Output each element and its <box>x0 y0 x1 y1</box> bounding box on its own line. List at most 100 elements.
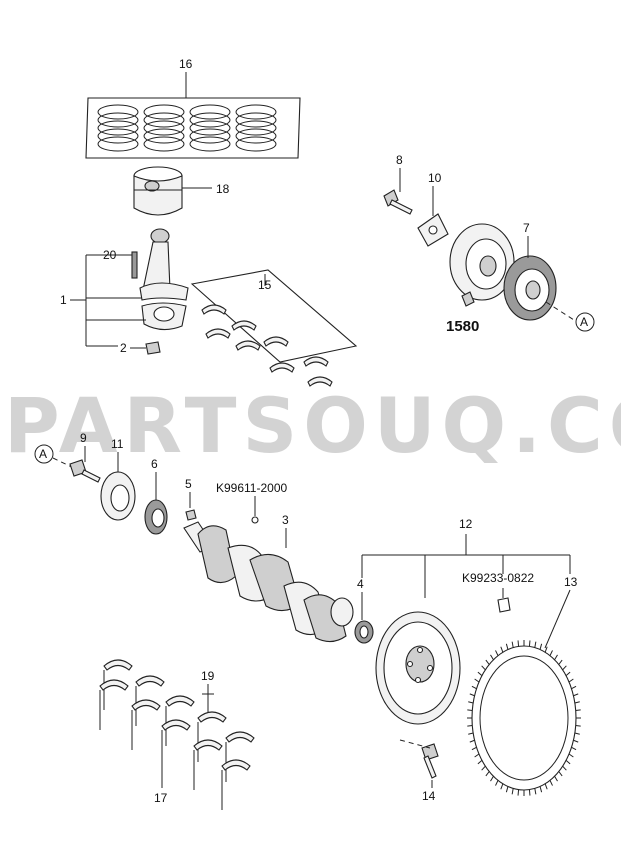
ring-gear-tooth <box>500 783 504 790</box>
callout-14[interactable]: 14 <box>422 789 436 803</box>
ring-gear-inner <box>479 655 569 781</box>
crankshaft[interactable] <box>183 521 354 643</box>
ring-gear-tooth <box>549 650 553 656</box>
figure-ref-1580[interactable]: 1580 <box>446 318 479 335</box>
ring-gear-tooth <box>558 659 563 665</box>
rod-nut[interactable] <box>145 341 161 355</box>
ring-gear-tooth <box>534 788 537 795</box>
ring-stack-4-ring <box>235 112 277 128</box>
ring-gear-tooth <box>468 732 474 735</box>
timing-sprocket[interactable] <box>144 472 168 535</box>
flywheel-bracket-lines <box>361 534 571 598</box>
ring-gear-tooth <box>565 759 571 765</box>
ref-circle-a-right[interactable]: A <box>575 312 595 332</box>
ring-stack-2-ring <box>143 120 185 136</box>
dowel-pin-k99233[interactable] <box>497 588 511 613</box>
ring-gear-tooth <box>554 775 558 782</box>
ring-gear-tooth <box>505 786 509 793</box>
connecting-rod-bearing-set[interactable] <box>190 269 358 387</box>
timing-belt-guide[interactable] <box>100 452 136 521</box>
ring-stack-1-ring <box>97 136 139 152</box>
callout-15[interactable]: 15 <box>258 278 272 292</box>
ring-stack-2-ring <box>143 104 185 120</box>
callout-1[interactable]: 1 <box>60 293 67 307</box>
ring-gear-tooth <box>544 783 548 790</box>
main-bearing-shell <box>131 699 161 711</box>
rod-bearing-shell <box>231 320 257 331</box>
callout-9[interactable]: 9 <box>80 431 87 445</box>
part-number-k99611-2000[interactable]: K99611-2000 <box>216 481 288 495</box>
callout-8[interactable]: 8 <box>396 153 403 167</box>
ring-stack-1-ring <box>97 112 139 128</box>
crank-bolt[interactable] <box>69 446 101 483</box>
ring-gear-tooth <box>511 788 514 795</box>
piston[interactable] <box>133 166 212 216</box>
callout-2[interactable]: 2 <box>120 341 127 355</box>
main-bearing-set[interactable] <box>99 659 255 810</box>
ring-stack-1-ring <box>97 104 139 120</box>
ring-gear-tooth <box>471 746 477 751</box>
ring-gear-tooth <box>573 739 579 743</box>
ref-circle-a-left[interactable]: A <box>34 444 79 471</box>
ring-stack-2-ring <box>143 112 185 128</box>
ring-gear[interactable] <box>467 589 581 796</box>
connecting-rod-assembly[interactable] <box>70 228 189 349</box>
ring-gear-tooth <box>477 759 483 765</box>
crank-pulley[interactable] <box>503 236 575 321</box>
callout-16[interactable]: 16 <box>179 57 193 71</box>
callout-5[interactable]: 5 <box>185 477 192 491</box>
ring-gear-tooth <box>565 671 571 677</box>
callout-12[interactable]: 12 <box>459 517 473 531</box>
pin-k99611[interactable] <box>251 496 259 524</box>
callout-6[interactable]: 6 <box>151 457 158 471</box>
ring-gear-tooth <box>571 746 577 751</box>
ring-gear-tooth <box>500 646 504 653</box>
flywheel[interactable] <box>375 611 461 725</box>
ring-gear-tooth <box>469 739 475 743</box>
ring-gear-tooth <box>471 685 477 690</box>
ring-gear-tooth <box>534 641 537 648</box>
part-number-k99233-0822[interactable]: K99233-0822 <box>462 571 534 585</box>
ring-gear-tooth <box>474 753 480 758</box>
ring-gear-tooth <box>495 780 499 786</box>
callout-11[interactable]: 11 <box>111 437 124 451</box>
rod-bearing-shell <box>205 328 231 339</box>
main-bearing-shell <box>103 659 133 671</box>
ring-stack-2-ring <box>143 128 185 144</box>
rod-bearing-shell <box>235 340 261 351</box>
callout-4[interactable]: 4 <box>357 577 364 591</box>
callout-3[interactable]: 3 <box>282 513 289 527</box>
ring-gear-tooth <box>481 665 486 671</box>
woodruff-key[interactable] <box>185 492 197 521</box>
rod-bearing-shell <box>303 356 329 367</box>
callout-7[interactable]: 7 <box>523 221 530 235</box>
piston-ring-set[interactable] <box>85 72 301 159</box>
callout-20[interactable]: 20 <box>103 248 117 262</box>
ring-stack-4-ring <box>235 104 277 120</box>
callout-13[interactable]: 13 <box>564 575 578 589</box>
ring-gear-tooth <box>562 765 567 771</box>
ring-gear-tooth <box>568 678 574 683</box>
ring-gear-tooth <box>468 701 474 704</box>
flywheel-bolt[interactable] <box>399 739 439 788</box>
callout-18[interactable]: 18 <box>216 182 230 196</box>
callout-19[interactable]: 19 <box>201 669 215 683</box>
pulley-washer[interactable] <box>417 186 449 247</box>
ring-stack-2-ring <box>143 136 185 152</box>
ring-gear-tooth <box>544 646 548 653</box>
ring-gear-tooth <box>562 665 567 671</box>
callout-10[interactable]: 10 <box>428 171 442 185</box>
pulley-bolt[interactable] <box>383 168 413 215</box>
rear-oil-seal[interactable] <box>354 592 374 644</box>
rod-bearing-shell <box>307 376 333 387</box>
ring-gear-tooth <box>469 693 475 697</box>
callout-17[interactable]: 17 <box>154 791 168 805</box>
ring-gear-tooth <box>575 725 581 727</box>
ring-gear-tooth <box>477 671 483 677</box>
ring-gear-tooth <box>574 701 580 704</box>
ring-stack-1-ring <box>97 128 139 144</box>
rod-bearing-shell <box>201 304 227 315</box>
ring-gear-tooth <box>490 654 494 661</box>
damper-pulley-reference[interactable] <box>449 223 515 307</box>
